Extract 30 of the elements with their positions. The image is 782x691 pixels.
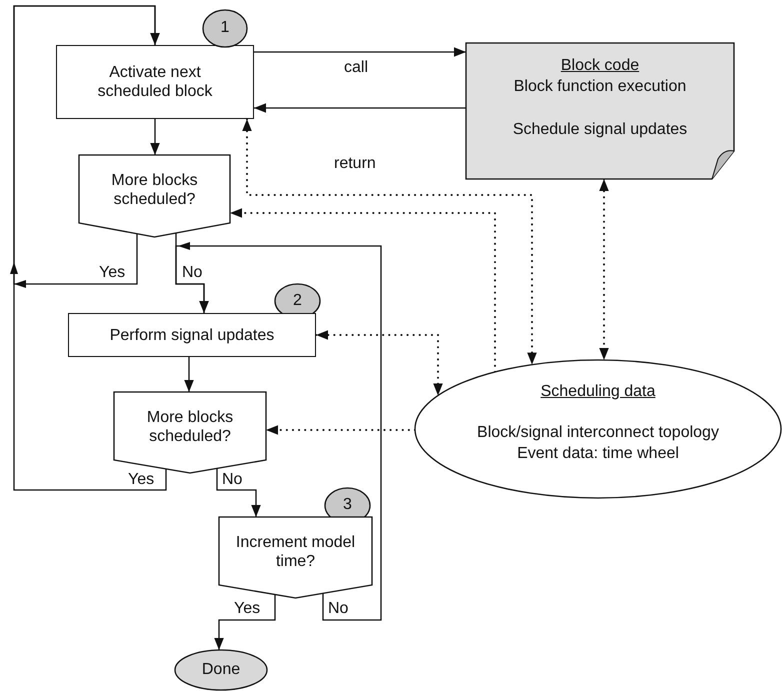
arrow xyxy=(184,357,194,392)
dotted-arrow xyxy=(315,330,443,396)
arrow xyxy=(254,103,466,113)
note-text: Block function execution xyxy=(514,77,686,96)
dotted-arrow xyxy=(265,425,416,435)
arrow xyxy=(216,468,261,517)
step-text: Activate next scheduled block xyxy=(96,63,214,101)
note-text: Block code xyxy=(560,56,640,75)
arrow xyxy=(13,5,167,491)
dotted-arrow xyxy=(599,178,609,362)
data-text: Block/signal interconnect topology xyxy=(477,423,719,442)
data-text: Scheduling data xyxy=(540,382,656,401)
step-number: 2 xyxy=(293,291,302,310)
data-text: Event data: time wheel xyxy=(517,444,679,463)
arrow xyxy=(175,245,382,621)
process-box xyxy=(56,45,254,119)
step-number: 1 xyxy=(220,18,230,37)
note-text: Schedule signal updates xyxy=(512,120,688,139)
step-text: Perform signal updates xyxy=(110,326,274,345)
arrow xyxy=(214,594,276,650)
arrow xyxy=(254,47,466,57)
question-text: More blocks scheduled? xyxy=(146,408,234,446)
terminal-text: Done xyxy=(202,660,240,679)
question-text: Increment model time? xyxy=(234,533,356,571)
step-number: 3 xyxy=(343,495,352,514)
arrow xyxy=(150,119,160,155)
question-text: More blocks scheduled? xyxy=(110,171,199,209)
process-box xyxy=(68,313,316,357)
dotted-arrow xyxy=(242,118,537,366)
dotted-arrow xyxy=(229,208,496,373)
